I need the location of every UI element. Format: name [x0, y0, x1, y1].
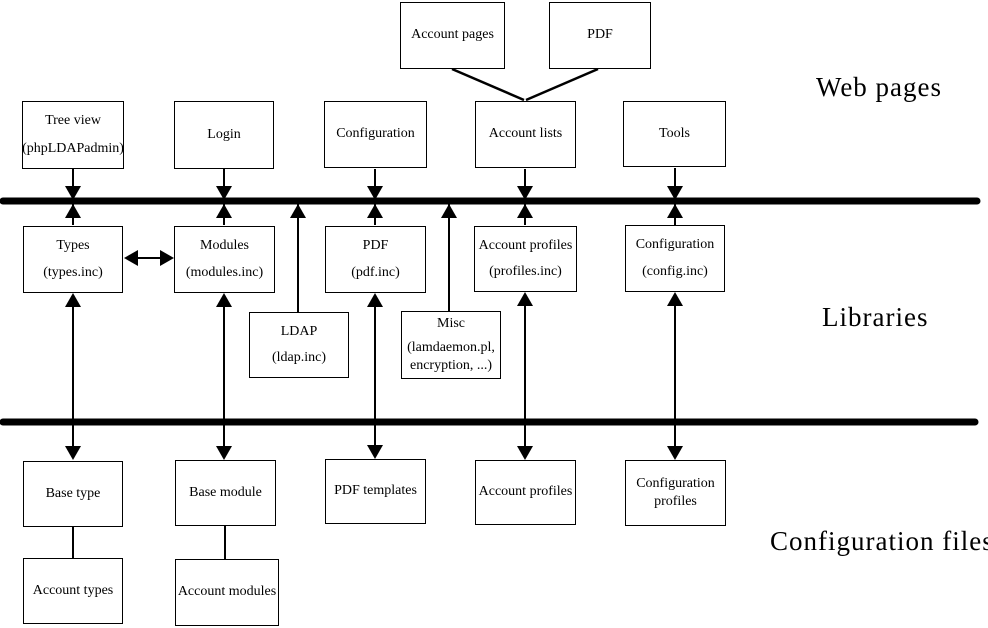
- box-base-type: Base type: [23, 461, 123, 527]
- box-label: Base type: [45, 485, 101, 501]
- arrow-ldap-bus: [290, 204, 306, 312]
- line-pdfpage-accountlists: [525, 67, 599, 102]
- box-label: Configuration: [635, 236, 715, 252]
- box-pdf-lib: PDF (pdf.inc): [325, 226, 426, 293]
- box-label: PDF: [587, 27, 613, 43]
- line-accountpages-accountlists: [451, 67, 525, 102]
- box-account-types: Account types: [23, 558, 123, 624]
- box-account-profiles-lib: Account profiles (profiles.inc): [474, 226, 577, 292]
- box-pdf-page: PDF: [549, 2, 651, 69]
- box-label: Account types: [32, 582, 114, 598]
- box-label: Types: [56, 237, 90, 253]
- box-types: Types (types.inc): [23, 226, 123, 293]
- box-account-modules: Account modules: [175, 559, 279, 626]
- arrow-modules-basemodule: [216, 293, 232, 460]
- box-label: Misc: [437, 316, 465, 331]
- box-sublabel: (ldap.inc): [271, 350, 327, 366]
- arrow-accountlists-profileslib: [517, 169, 533, 225]
- box-sublabel: (profiles.inc): [489, 264, 562, 280]
- box-label: Configuration: [636, 475, 715, 491]
- box-ldap: LDAP (ldap.inc): [249, 312, 349, 378]
- box-label: Tools: [659, 125, 690, 141]
- box-sublabel-group: (lamdaemon.pl, encryption, ...): [407, 339, 495, 375]
- box-label: Account lists: [488, 126, 563, 142]
- arrow-treeview-types: [65, 169, 81, 225]
- box-modules: Modules (modules.inc): [174, 226, 275, 293]
- box-misc: Misc (lamdaemon.pl, encryption, ...): [401, 311, 501, 379]
- box-label: Account pages: [411, 27, 494, 43]
- box-sublabel: profiles: [654, 494, 697, 509]
- box-label: Configuration: [336, 126, 415, 142]
- box-sublabel: (config.inc): [642, 263, 708, 279]
- arrow-types-basetype: [65, 293, 81, 460]
- box-sublabel: encryption, ...): [409, 357, 493, 373]
- arrow-configuration-pdflib: [367, 169, 383, 225]
- arrow-tools-configlib: [667, 168, 683, 225]
- box-pdf-templates: PDF templates: [325, 459, 426, 524]
- box-sublabel: (pdf.inc): [351, 264, 400, 280]
- box-label: Tree view: [45, 113, 101, 129]
- box-tree-view: Tree view (phpLDAPadmin): [22, 101, 124, 169]
- box-login: Login: [174, 101, 274, 169]
- box-label: PDF: [362, 237, 389, 253]
- arrow-pdflib-pdftemplates: [367, 293, 383, 459]
- box-label: LDAP: [280, 323, 318, 339]
- box-account-pages: Account pages: [400, 2, 505, 69]
- box-label: PDF templates: [334, 483, 417, 499]
- label-web-pages: Web pages: [816, 72, 943, 102]
- box-label: Base module: [189, 484, 262, 500]
- box-configuration-lib: Configuration (config.inc): [625, 225, 725, 292]
- box-configuration-web: Configuration: [324, 101, 427, 168]
- box-tools: Tools: [623, 101, 726, 167]
- arrow-configlib-configprofiles: [667, 292, 683, 460]
- box-base-module: Base module: [175, 460, 276, 526]
- label-libraries: Libraries: [822, 302, 929, 332]
- arrow-misc-bus: [441, 204, 457, 311]
- box-sublabel: (lamdaemon.pl,: [407, 339, 495, 355]
- box-sublabel: (phpLDAPadmin): [22, 140, 124, 156]
- box-sublabel: (types.inc): [43, 264, 103, 280]
- arrow-types-modules: [124, 250, 174, 266]
- box-account-lists: Account lists: [475, 101, 576, 168]
- box-label: Account profiles: [478, 484, 573, 500]
- arrow-login-modules: [216, 169, 232, 225]
- arrow-profileslib-profilesfile: [517, 292, 533, 460]
- box-account-profiles-file: Account profiles: [475, 460, 576, 525]
- box-label: Modules: [200, 237, 249, 253]
- box-label: Login: [207, 126, 241, 142]
- box-configuration-profiles: Configuration profiles: [625, 460, 726, 526]
- box-label: Account profiles: [478, 237, 573, 253]
- label-configuration-files: Configuration files: [770, 526, 988, 556]
- box-label: Account modules: [177, 584, 277, 600]
- box-sublabel: (modules.inc): [185, 264, 264, 280]
